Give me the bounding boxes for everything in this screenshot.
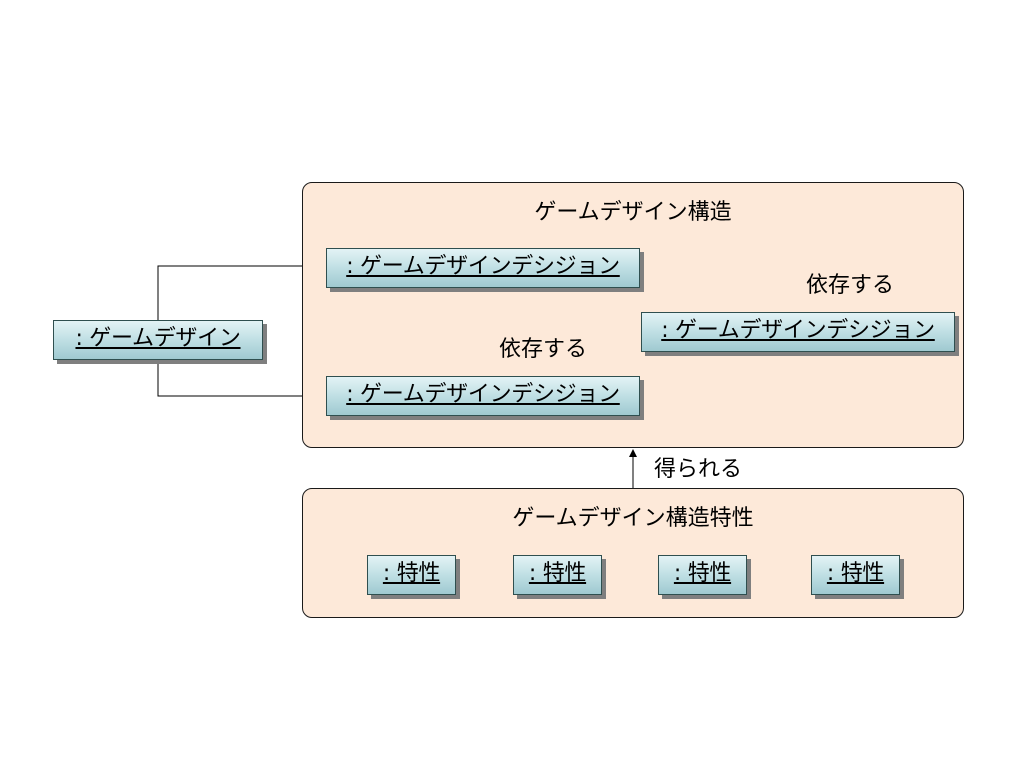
traits-panel-title: ゲームデザイン構造特性 <box>512 506 754 531</box>
design-decision-object-top: : ゲームデザインデシジョン <box>326 248 640 288</box>
obtained-label: 得られる <box>654 457 743 482</box>
link-design-to-decision-top <box>157 265 326 320</box>
link-design-to-decision-bottom <box>157 360 326 397</box>
trait-object: : 特性 <box>367 555 456 595</box>
traits-panel: ゲームデザイン構造特性 <box>302 488 964 618</box>
depends-label-right: 依存する <box>806 273 895 298</box>
design-decision-object-right: : ゲームデザインデシジョン <box>641 312 955 352</box>
trait-object: : 特性 <box>513 555 602 595</box>
design-decision-object-bottom: : ゲームデザインデシジョン <box>326 376 640 416</box>
structure-panel-title: ゲームデザイン構造 <box>534 200 732 225</box>
depends-label-vertical: 依存する <box>499 337 588 362</box>
trait-object: : 特性 <box>811 555 900 595</box>
game-design-object: : ゲームデザイン <box>53 320 263 360</box>
trait-object: : 特性 <box>658 555 747 595</box>
